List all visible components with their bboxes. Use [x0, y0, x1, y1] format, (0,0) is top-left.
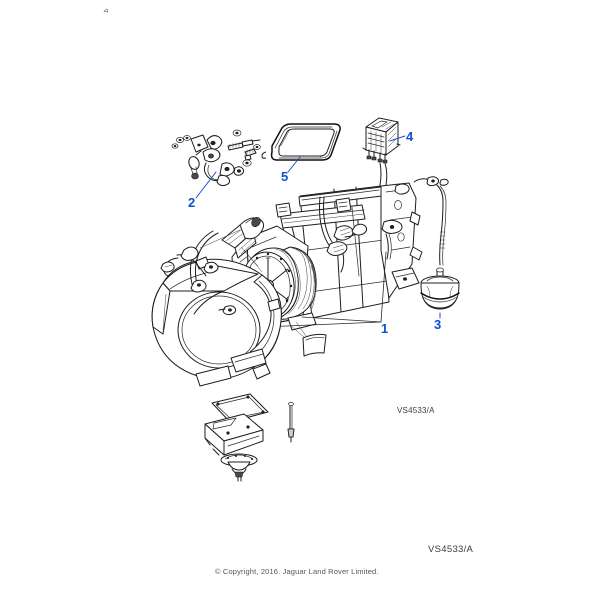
callout-2-group: 2	[188, 171, 217, 210]
callout-2-label: 2	[188, 195, 195, 210]
long-screw-pin	[287, 402, 295, 443]
callout-1-leader-b	[380, 251, 387, 323]
grommet-mount	[220, 453, 258, 482]
screw-set	[227, 129, 261, 176]
washer-set-a	[176, 135, 191, 143]
part-group-bracket-assembly	[204, 393, 295, 482]
sensor-bulb	[188, 150, 202, 180]
callout-1-label: 1	[381, 321, 388, 336]
callout-4-label: 4	[406, 129, 414, 144]
drawing-code-small: VS4533/A	[397, 406, 435, 415]
part-group-harness-clips	[171, 129, 261, 187]
part-group-scroll-housing	[151, 256, 282, 387]
callout-5-group: 5	[281, 156, 301, 184]
part-group-mounting-frame	[298, 182, 423, 319]
callout-3-label: 3	[434, 317, 441, 332]
callout-3-group: 3	[434, 312, 441, 332]
callout-4-group: 4	[389, 129, 414, 144]
part-group-scroll-wiring	[160, 217, 265, 293]
mounting-bracket	[204, 413, 264, 456]
clip-cluster	[202, 135, 235, 187]
callout-5-label: 5	[281, 169, 288, 184]
drawing-code-large: VS4533/A	[428, 544, 474, 555]
callout-2-leader	[195, 171, 217, 199]
callout-4-leader	[389, 135, 406, 142]
faint-mark	[103, 8, 109, 13]
part-group-gasket-seal	[261, 123, 341, 161]
part-group-frame-wiring	[319, 196, 368, 273]
copyright-notice: © Copyright, 2016. Jaguar Land Rover Lim…	[215, 567, 379, 576]
part-group-relay-block	[362, 117, 401, 208]
mounting-plate-small	[190, 134, 209, 153]
harness-connector	[221, 217, 265, 259]
part-duct-clip	[289, 321, 327, 357]
part-group-vacuum-actuator	[413, 176, 460, 310]
callout-5-leader	[287, 156, 301, 173]
callout-1-leader-a	[301, 316, 382, 323]
